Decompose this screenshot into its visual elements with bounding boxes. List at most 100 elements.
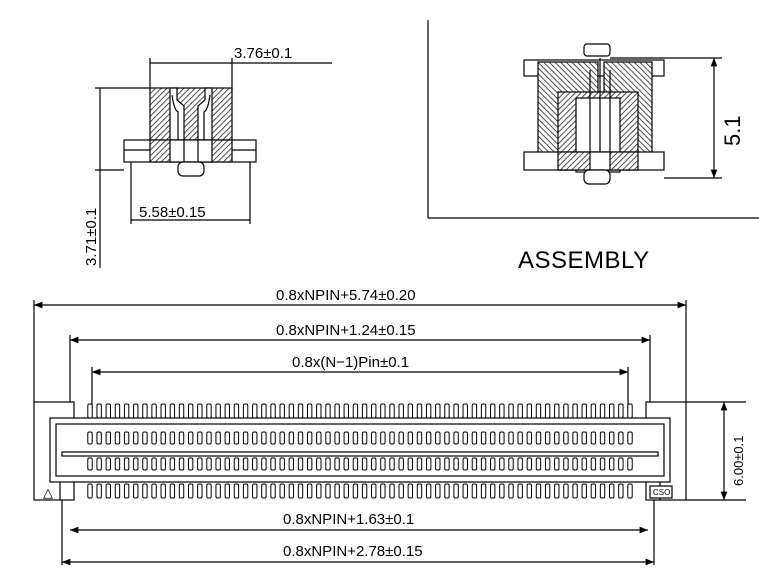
pin-inner-bottom — [87, 457, 93, 471]
pin-bottom — [572, 483, 578, 499]
pin-top — [371, 403, 377, 419]
pin-bottom — [252, 483, 258, 499]
pin-top — [242, 403, 249, 419]
pin-bottom — [499, 483, 505, 499]
pin-bottom — [352, 483, 359, 499]
pin-inner-bottom — [352, 457, 359, 471]
pin-inner-bottom — [270, 457, 276, 471]
pin-inner-top — [471, 431, 478, 445]
pin-inner-bottom — [480, 457, 487, 471]
pin-bottom — [187, 483, 194, 499]
pin-top — [599, 403, 606, 419]
pin-inner-bottom — [215, 457, 221, 471]
pin-inner-top — [270, 431, 276, 445]
dim-housing-length: 0.8xNPIN+1.24±0.15 — [276, 322, 416, 339]
pin-bottom — [206, 483, 212, 499]
pin-top — [151, 403, 157, 419]
pin-bottom — [462, 483, 468, 499]
pin-top — [608, 403, 615, 419]
assembly-frame — [427, 20, 759, 219]
pin-inner-top — [508, 431, 514, 445]
pin-bottom — [178, 483, 185, 499]
pin-inner-bottom — [581, 457, 587, 471]
pin-inner-bottom — [288, 457, 295, 471]
pin-top — [160, 403, 166, 419]
pin-bottom — [169, 483, 176, 499]
pin-inner-top — [572, 431, 578, 445]
pin-top — [105, 403, 112, 419]
pin-inner-top — [288, 431, 295, 445]
dim-bottom-length-2: 0.8xNPIN+2.78±0.15 — [283, 543, 423, 560]
contact-spring — [203, 94, 211, 158]
pin-bottom — [306, 483, 313, 499]
pin-inner-top — [444, 431, 450, 445]
pin-inner-bottom — [572, 457, 578, 471]
pin-top — [416, 403, 423, 419]
pin-top — [508, 403, 514, 419]
assembly-label: ASSEMBLY — [518, 247, 650, 274]
pin-top — [233, 403, 240, 419]
pin-inner-top — [425, 431, 432, 445]
pin-top — [544, 403, 551, 419]
pin-inner-bottom — [535, 457, 542, 471]
pin-bottom — [96, 483, 102, 499]
pin-inner-top — [435, 431, 441, 445]
pin-top — [206, 403, 212, 419]
pin-inner-bottom — [197, 457, 203, 471]
pin-inner-top — [398, 431, 404, 445]
pin-bottom — [334, 483, 340, 499]
pin-inner-bottom — [206, 457, 212, 471]
pin-top — [425, 403, 432, 419]
pin-inner-bottom — [499, 457, 505, 471]
pin-bottom — [627, 483, 633, 499]
pin-bottom — [105, 483, 112, 499]
pin-inner-top — [224, 431, 230, 445]
pin-inner-bottom — [252, 457, 258, 471]
pin-bottom — [224, 483, 230, 499]
pin-inner-top — [197, 431, 203, 445]
pin-bottom — [151, 483, 157, 499]
dim-side-height: 3.71±0.1 — [83, 208, 100, 266]
pin-inner-top — [123, 431, 130, 445]
pin-inner-top — [297, 431, 304, 445]
dim-assembly-height: 5.1 — [720, 115, 745, 146]
pin-inner-bottom — [334, 457, 340, 471]
pin-top — [343, 403, 349, 419]
pin-bottom — [563, 483, 569, 499]
pin-bottom — [270, 483, 276, 499]
pin-inner-top — [233, 431, 240, 445]
pin-top — [87, 403, 93, 419]
dim-pin-span: 0.8x(N−1)Pin±0.1 — [292, 354, 409, 371]
pin-bottom — [544, 483, 551, 499]
pin-top — [471, 403, 478, 419]
pin-inner-top — [627, 431, 633, 445]
pin-top — [581, 403, 587, 419]
pin-row-inner-bottom — [87, 457, 633, 471]
pin-bottom — [471, 483, 478, 499]
pin-inner-bottom — [416, 457, 423, 471]
pin-top — [114, 403, 121, 419]
pin-top — [306, 403, 313, 419]
pin-bottom — [480, 483, 487, 499]
pin-inner-bottom — [123, 457, 130, 471]
pin-bottom — [371, 483, 377, 499]
pin-top — [288, 403, 295, 419]
pin-inner-top — [416, 431, 423, 445]
dim-side-base: 5.58±0.15 — [139, 204, 206, 221]
housing-inner — [55, 423, 665, 477]
pin-bottom — [517, 483, 523, 499]
pin-top — [444, 403, 450, 419]
pin-bottom — [261, 483, 267, 499]
pin-top — [187, 403, 194, 419]
pin-top — [554, 403, 560, 419]
pin-top — [169, 403, 176, 419]
pin-inner-bottom — [389, 457, 395, 471]
pin-bottom — [407, 483, 414, 499]
pin-bottom — [535, 483, 542, 499]
pin-inner-bottom — [453, 457, 459, 471]
assembly-bottom-pin — [583, 169, 611, 185]
dim-bottom-length-1: 0.8xNPIN+1.63±0.1 — [283, 511, 414, 528]
pin-inner-bottom — [233, 457, 240, 471]
pin-bottom — [215, 483, 221, 499]
